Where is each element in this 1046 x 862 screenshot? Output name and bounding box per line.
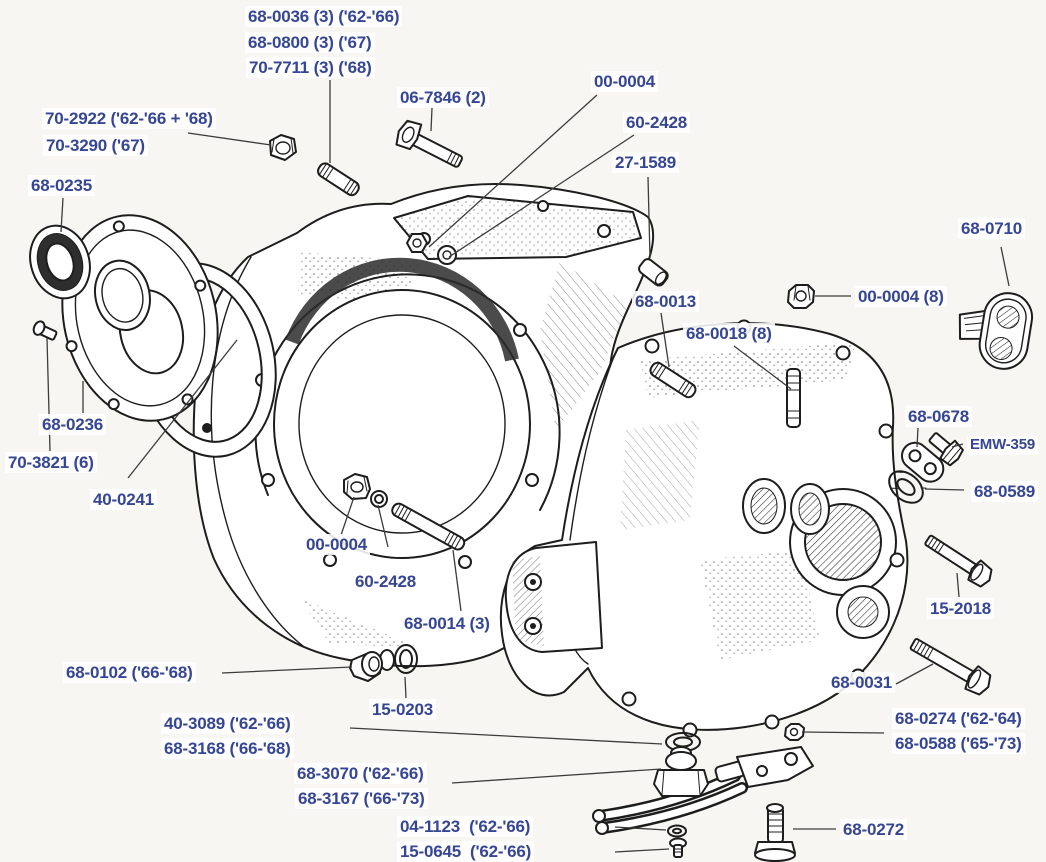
mount-nut-washer-drawing: [406, 233, 457, 265]
bolt-06-7846-drawing: [395, 119, 463, 168]
leader-line: [377, 504, 389, 548]
stud-60-2428-drawing: [391, 502, 466, 551]
stud-68-0036-drawing: [317, 162, 360, 197]
leader-line: [448, 134, 635, 258]
leader-line: [452, 549, 462, 612]
leader-line: [46, 337, 51, 452]
leader-line: [956, 572, 960, 598]
washer-15-0203-drawing: [394, 644, 418, 674]
leader-line: [614, 826, 667, 831]
leader-line: [428, 94, 598, 248]
nut-00-0004-right-drawing: [787, 284, 815, 309]
leader-line: [187, 132, 272, 146]
gasket-68-0589-drawing: [888, 470, 927, 504]
screw-15-0645-drawing: [669, 837, 687, 858]
nut-68-0274-drawing: [784, 723, 805, 741]
key-plate-68-0710-drawing: [958, 292, 1034, 370]
screw-70-3821-drawing: [32, 320, 58, 341]
leader-line: [60, 197, 64, 233]
stud-68-0013-drawing: [649, 361, 697, 399]
leader-line: [733, 345, 792, 390]
oil-seal-68-0235-drawing: [29, 224, 91, 300]
nut-70-2922-drawing: [269, 134, 297, 161]
leader-lines: [46, 80, 1010, 853]
leader-line: [924, 488, 965, 491]
leader-line: [951, 443, 964, 448]
washer-04-1123-drawing: [667, 824, 687, 838]
leader-line: [614, 848, 670, 853]
leader-line: [895, 663, 934, 685]
banjo-bolt-68-0272-drawing: [754, 803, 796, 862]
leader-line: [404, 676, 407, 699]
leader-line: [221, 666, 353, 674]
leader-line: [430, 107, 433, 132]
leader-line: [127, 339, 238, 479]
bolt-emw-359-drawing: [928, 432, 964, 467]
nut-00-0004-bottom-drawing: [343, 473, 371, 500]
leader-line: [647, 176, 651, 259]
leader-line: [349, 727, 663, 745]
leader-line: [916, 427, 919, 448]
pin-27-1589-drawing: [638, 258, 669, 287]
leader-line: [451, 768, 662, 784]
leader-line: [340, 496, 355, 536]
stud-68-0018-drawing: [786, 368, 801, 428]
drain-plug-68-3070-drawing: [653, 746, 709, 797]
leader-line: [801, 731, 885, 734]
plug-68-0102-drawing: [349, 649, 395, 682]
oil-pipe-assembly-drawing: [592, 746, 814, 835]
bolt-15-2018-drawing: [924, 534, 993, 588]
plate-68-0678-drawing: [900, 441, 945, 483]
bolt-68-0031-drawing: [909, 638, 992, 696]
crankcase-right-half-drawing: [499, 319, 909, 738]
leader-line: [1000, 246, 1010, 287]
leader-line: [660, 312, 670, 368]
